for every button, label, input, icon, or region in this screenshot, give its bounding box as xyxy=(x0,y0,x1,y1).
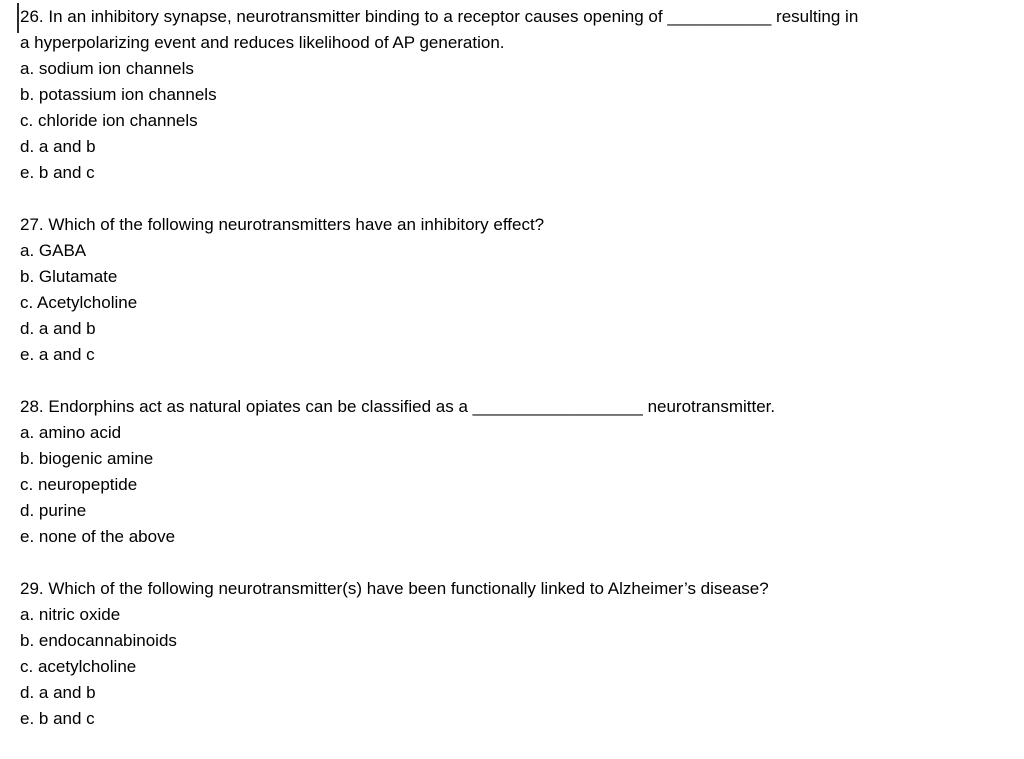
question-26-option-c: c. chloride ion channels xyxy=(20,111,198,130)
question-29-option-e: e. b and c xyxy=(20,709,95,728)
question-28-option-e: e. none of the above xyxy=(20,527,176,546)
question-26-text-line-2: a hyperpolarizing event and reduces like… xyxy=(20,33,505,52)
question-27-option-b: b. Glutamate xyxy=(20,267,118,286)
text-cursor xyxy=(17,3,19,33)
question-29-text-line-1: 29. Which of the following neurotransmit… xyxy=(20,579,769,598)
question-27-option-a: a. GABA xyxy=(20,241,87,260)
question-26-option-a: a. sodium ion channels xyxy=(20,59,194,78)
question-27-option-e: e. a and c xyxy=(20,345,95,364)
blank-line xyxy=(20,368,994,394)
question-27-option-d: d. a and b xyxy=(20,319,96,338)
question-29-option-b: b. endocannabinoids xyxy=(20,631,177,650)
question-28-option-a: a. amino acid xyxy=(20,423,122,442)
question-28-text-line-1: 28. Endorphins act as natural opiates ca… xyxy=(20,397,776,416)
question-28-option-d: d. purine xyxy=(20,501,87,520)
question-26-text-line-1: 26. In an inhibitory synapse, neurotrans… xyxy=(20,7,859,26)
question-26-option-b: b. potassium ion channels xyxy=(20,85,217,104)
blank-line xyxy=(20,550,994,576)
question-27-text-line-1: 27. Which of the following neurotransmit… xyxy=(20,215,545,234)
question-26-option-e: e. b and c xyxy=(20,163,95,182)
question-29-option-a: a. nitric oxide xyxy=(20,605,121,624)
question-26-option-d: d. a and b xyxy=(20,137,96,156)
blank-line xyxy=(20,186,994,212)
question-29-option-c: c. acetylcholine xyxy=(20,657,137,676)
question-28-option-b: b. biogenic amine xyxy=(20,449,154,468)
question-27-option-c: c. Acetylcholine xyxy=(20,293,138,312)
question-28-option-c: c. neuropeptide xyxy=(20,475,138,494)
question-29-option-d: d. a and b xyxy=(20,683,96,702)
